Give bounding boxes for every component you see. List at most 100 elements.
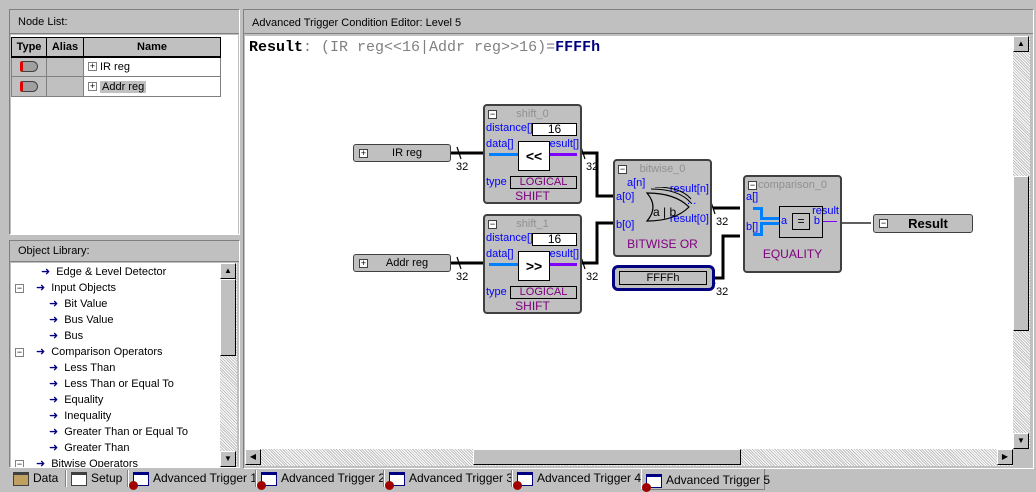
tab-advanced-trigger-5[interactable]: Advanced Trigger 5 xyxy=(641,469,770,492)
object-library-scrollbar[interactable]: ▲ ▼ xyxy=(220,263,237,467)
block-kind: SHIFT xyxy=(515,189,550,203)
tab-advanced-trigger-2[interactable]: Advanced Trigger 2 xyxy=(257,468,385,490)
port-label: b[] xyxy=(746,221,759,233)
input-node-ir-reg[interactable]: + IR reg xyxy=(353,144,451,162)
node-alias-cell[interactable] xyxy=(46,76,84,97)
library-item[interactable]: ➜Bit Value xyxy=(39,297,107,313)
expand-icon[interactable]: + xyxy=(359,258,368,268)
library-item[interactable]: ➜Bus Value xyxy=(39,313,114,329)
node-name-cell[interactable]: +IR reg xyxy=(83,56,221,77)
port-label: type xyxy=(486,286,507,298)
port-label: distance[] xyxy=(486,232,534,244)
horizontal-scroll-thumb[interactable] xyxy=(473,449,741,465)
bus-width-label: 32 xyxy=(716,216,729,228)
library-item[interactable]: ➜Equality xyxy=(39,393,103,409)
collapse-icon[interactable]: − xyxy=(15,346,24,357)
tab-setup[interactable]: Setup xyxy=(67,468,127,488)
tab-separator xyxy=(383,470,385,487)
collapse-icon[interactable]: − xyxy=(618,164,627,174)
tab-advanced-trigger-3[interactable]: Advanced Trigger 3 xyxy=(385,468,514,490)
input-node-addr-reg[interactable]: + Addr reg xyxy=(353,254,451,272)
collapse-icon[interactable]: − xyxy=(15,282,24,293)
editor-horizontal-scrollbar[interactable]: ◀ ▶ xyxy=(245,449,1013,466)
column-header-type[interactable]: Type xyxy=(11,37,47,58)
library-item-label: Input Objects xyxy=(51,282,117,294)
column-header-name[interactable]: Name xyxy=(83,37,221,58)
library-item-label: Bus xyxy=(64,330,84,342)
library-item[interactable]: ➜Greater Than or Equal To xyxy=(39,425,188,441)
shift-type-field[interactable]: LOGICAL xyxy=(510,286,577,299)
expand-icon[interactable]: + xyxy=(88,81,97,92)
tab-advanced-trigger-4[interactable]: Advanced Trigger 4 xyxy=(513,468,641,490)
collapse-icon[interactable]: − xyxy=(488,219,497,229)
constant-node[interactable]: FFFFh xyxy=(612,265,715,291)
library-item[interactable]: −➜Input Objects xyxy=(15,281,117,297)
result-expression: Result: (IR reg<<16|Addr reg>>16)=FFFFh xyxy=(249,39,600,56)
library-item[interactable]: ➜Bus xyxy=(39,329,83,345)
scroll-down-button[interactable]: ▼ xyxy=(1013,433,1029,449)
tab-advanced-trigger-1[interactable]: Advanced Trigger 1 xyxy=(129,468,257,490)
library-item-label: Comparison Operators xyxy=(51,346,163,358)
result-output-node[interactable]: − Result xyxy=(873,214,973,233)
expression-value: FFFFh xyxy=(555,39,601,56)
stop-icon xyxy=(129,480,138,490)
node-type-cell xyxy=(11,76,47,97)
distance-field[interactable]: 16 xyxy=(532,123,577,136)
comparison-block[interactable]: − comparison_0 a[] b[] result a = b EQUA… xyxy=(743,175,842,273)
port-label: result[0] xyxy=(669,213,709,225)
shift-block-0[interactable]: − shift_0 distance[] 16 data[] result[] … xyxy=(483,104,582,204)
shift-type-field[interactable]: LOGICAL xyxy=(510,176,577,189)
scroll-thumb[interactable] xyxy=(220,279,236,356)
library-object-icon: ➜ xyxy=(49,410,59,422)
expand-icon[interactable]: + xyxy=(88,61,97,72)
scroll-left-button[interactable]: ◀ xyxy=(245,449,261,465)
library-item[interactable]: ➜Inequality xyxy=(39,409,111,425)
node-row[interactable]: +Addr reg xyxy=(11,76,221,97)
tab-data[interactable]: Data xyxy=(9,468,65,488)
library-item[interactable]: ➜Greater Than xyxy=(39,441,129,457)
editor-canvas[interactable]: Result: (IR reg<<16|Addr reg>>16)=FFFFh … xyxy=(245,36,1013,449)
library-object-icon: ➜ xyxy=(49,314,59,326)
library-item[interactable]: ➜Less Than or Equal To xyxy=(39,377,174,393)
node-name-cell[interactable]: +Addr reg xyxy=(83,76,221,97)
scroll-up-button[interactable]: ▲ xyxy=(220,263,236,279)
tab-separator xyxy=(255,470,257,487)
library-item[interactable]: ➜Edge & Level Detector xyxy=(19,265,166,281)
collapse-icon[interactable]: − xyxy=(879,218,888,228)
output-label: Result xyxy=(908,216,948,231)
bus-width-label: 32 xyxy=(586,161,599,173)
node-list-panel: Node List: Type Alias Name +IR reg +Addr… xyxy=(9,9,240,235)
bus-width-label: 32 xyxy=(456,161,469,173)
trigger-window-icon xyxy=(385,471,405,490)
collapse-icon[interactable]: − xyxy=(748,180,757,190)
constant-value[interactable]: FFFFh xyxy=(619,271,707,285)
scroll-right-button[interactable]: ▶ xyxy=(997,449,1013,465)
library-object-icon: ➜ xyxy=(49,426,59,438)
bitwise-or-block[interactable]: − bitwise_0 a[n] a[0] b[0] result[n] res… xyxy=(613,159,712,257)
node-name: Addr reg xyxy=(100,80,147,93)
scroll-up-button[interactable]: ▲ xyxy=(1013,36,1029,52)
library-item[interactable]: −➜Comparison Operators xyxy=(15,345,163,361)
scroll-down-button[interactable]: ▼ xyxy=(220,451,236,467)
node-alias-cell[interactable] xyxy=(46,56,84,77)
setup-icon xyxy=(71,471,87,486)
node-type-cell xyxy=(11,56,47,77)
tab-label: Advanced Trigger 3 xyxy=(409,471,514,485)
shift-block-1[interactable]: − shift_1 distance[] 16 data[] result[] … xyxy=(483,214,582,314)
vertical-scroll-thumb[interactable] xyxy=(1013,176,1029,331)
tab-label: Setup xyxy=(91,471,123,485)
stop-icon xyxy=(257,480,266,490)
library-item[interactable]: ➜Less Than xyxy=(39,361,115,377)
node-row[interactable]: +IR reg xyxy=(11,56,221,77)
library-item-label: Bit Value xyxy=(64,298,108,310)
editor-vertical-scrollbar[interactable]: ▲ ▼ xyxy=(1013,36,1030,449)
library-item[interactable]: −➜Bitwise Operators xyxy=(15,457,138,467)
port-label: result[n] xyxy=(669,183,709,195)
distance-field[interactable]: 16 xyxy=(532,233,577,246)
collapse-icon[interactable]: − xyxy=(15,458,24,467)
expand-icon[interactable]: + xyxy=(359,148,368,158)
object-library-tree[interactable]: ➜Edge & Level Detector−➜Input Objects➜Bi… xyxy=(11,263,226,467)
collapse-icon[interactable]: − xyxy=(488,109,497,119)
column-header-alias[interactable]: Alias xyxy=(46,37,84,58)
